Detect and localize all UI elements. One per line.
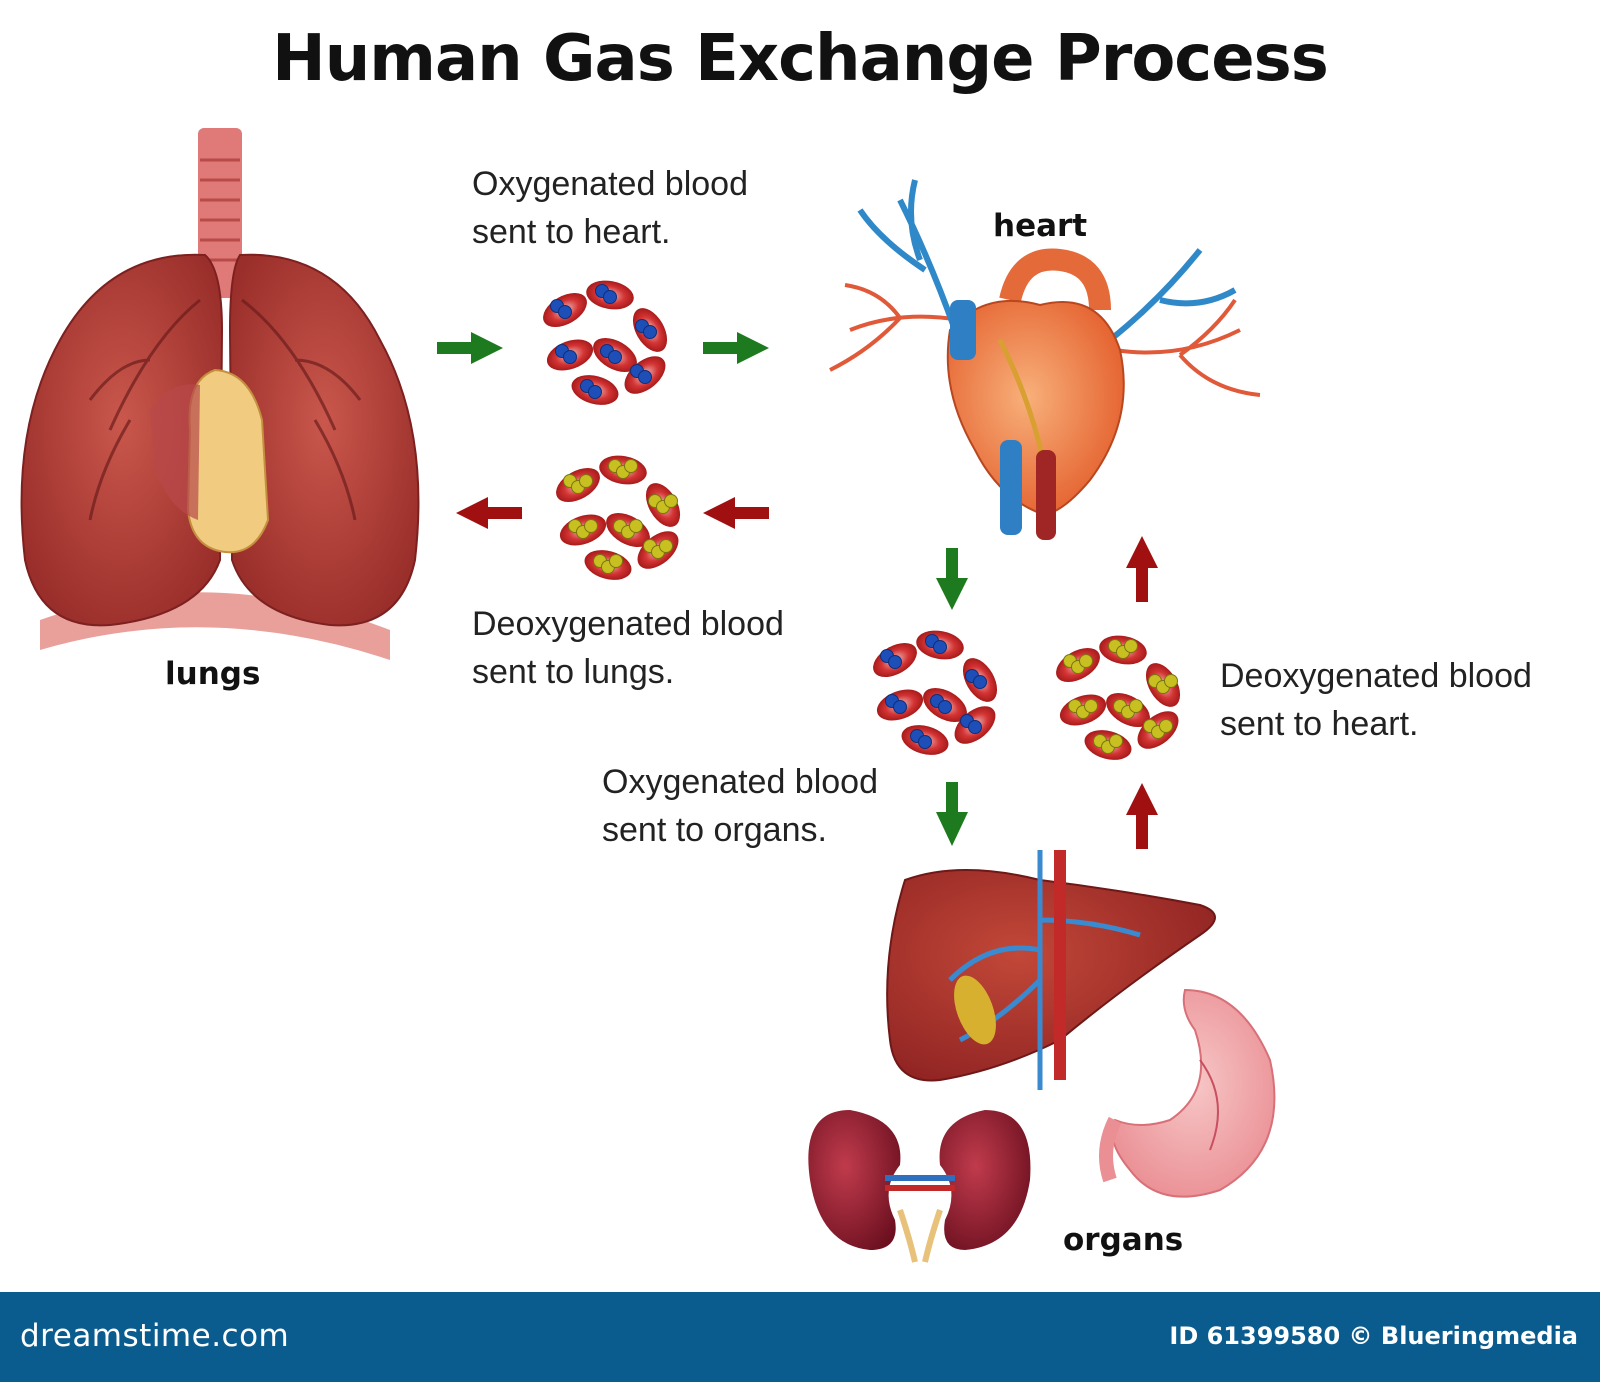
deoxygenated-cells-cluster-1 [556, 455, 681, 580]
carbon-dioxide-molecule [1079, 654, 1093, 668]
page-title: Human Gas Exchange Process [272, 22, 1329, 96]
carbon-dioxide-molecule [579, 474, 593, 488]
oxygenated-cells-cluster-1 [543, 280, 668, 405]
arrow-deoxygenated-up-2 [1126, 783, 1158, 849]
oxygenated-cells-cluster-2 [873, 630, 998, 755]
carbon-dioxide-molecule [609, 554, 623, 568]
carbon-dioxide-molecule [1109, 734, 1123, 748]
oxygen-molecule [918, 735, 932, 749]
caption-oxygenated-to-heart: Oxygenated blood sent to heart. [472, 160, 748, 256]
caption-deoxygenated-to-heart: Deoxygenated blood sent to heart. [1220, 652, 1532, 748]
caption-line: sent to organs. [602, 811, 827, 849]
caption-line: sent to lungs. [472, 653, 675, 691]
heart-illustration [829, 179, 1261, 540]
carbon-dioxide-molecule [659, 539, 673, 553]
arrow-oxygenated-down-1 [936, 548, 968, 610]
oxygen-molecule [933, 640, 947, 654]
carbon-dioxide-molecule [1084, 699, 1098, 713]
carbon-dioxide-molecule [1164, 674, 1178, 688]
caption-oxygenated-to-organs: Oxygenated blood sent to organs. [602, 758, 878, 854]
oxygen-molecule [893, 700, 907, 714]
deoxygenated-cells-cluster-2 [1056, 635, 1181, 760]
stomach-illustration [1099, 988, 1276, 1198]
caption-line: sent to heart. [1220, 705, 1419, 743]
oxygen-molecule [588, 385, 602, 399]
oxygen-molecule [603, 290, 617, 304]
footer-bar: dreamstime.com ID 61399580 © Blueringmed… [0, 1292, 1600, 1382]
caption-line: Deoxygenated blood [1220, 657, 1532, 695]
carbon-dioxide-molecule [1129, 699, 1143, 713]
footer-brand[interactable]: dreamstime.com [20, 1318, 290, 1354]
arrow-oxygenated-right-2 [703, 332, 769, 364]
carbon-dioxide-molecule [624, 459, 638, 473]
label-lungs: lungs [165, 656, 261, 692]
caption-line: Deoxygenated blood [472, 605, 784, 643]
oxygen-molecule [638, 370, 652, 384]
carbon-dioxide-molecule [1124, 639, 1138, 653]
caption-line: Oxygenated blood [602, 763, 878, 801]
carbon-dioxide-molecule [584, 519, 598, 533]
arrow-oxygenated-right-1 [437, 332, 503, 364]
carbon-dioxide-molecule [1159, 719, 1173, 733]
arrow-deoxygenated-up-1 [1126, 536, 1158, 602]
caption-line: Oxygenated blood [472, 165, 748, 203]
oxygen-molecule [968, 720, 982, 734]
lungs-illustration [20, 128, 420, 660]
oxygen-molecule [608, 350, 622, 364]
arrow-deoxygenated-left-1 [456, 497, 522, 529]
kidneys-illustration [808, 1110, 1031, 1263]
carbon-dioxide-molecule [664, 494, 678, 508]
caption-deoxygenated-to-lungs: Deoxygenated blood sent to lungs. [472, 600, 784, 696]
label-heart: heart [993, 208, 1088, 244]
oxygen-molecule [558, 305, 572, 319]
caption-line: sent to heart. [472, 213, 671, 251]
footer-credit: ID 61399580 © Blueringmedia [1169, 1322, 1578, 1350]
liver-illustration [886, 850, 1216, 1090]
carbon-dioxide-molecule [629, 519, 643, 533]
oxygen-molecule [973, 675, 987, 689]
arrow-deoxygenated-left-2 [703, 497, 769, 529]
label-organs: organs [1063, 1222, 1184, 1258]
oxygen-molecule [643, 325, 657, 339]
oxygen-molecule [888, 655, 902, 669]
oxygen-molecule [563, 350, 577, 364]
arrow-oxygenated-down-2 [936, 782, 968, 846]
oxygen-molecule [938, 700, 952, 714]
